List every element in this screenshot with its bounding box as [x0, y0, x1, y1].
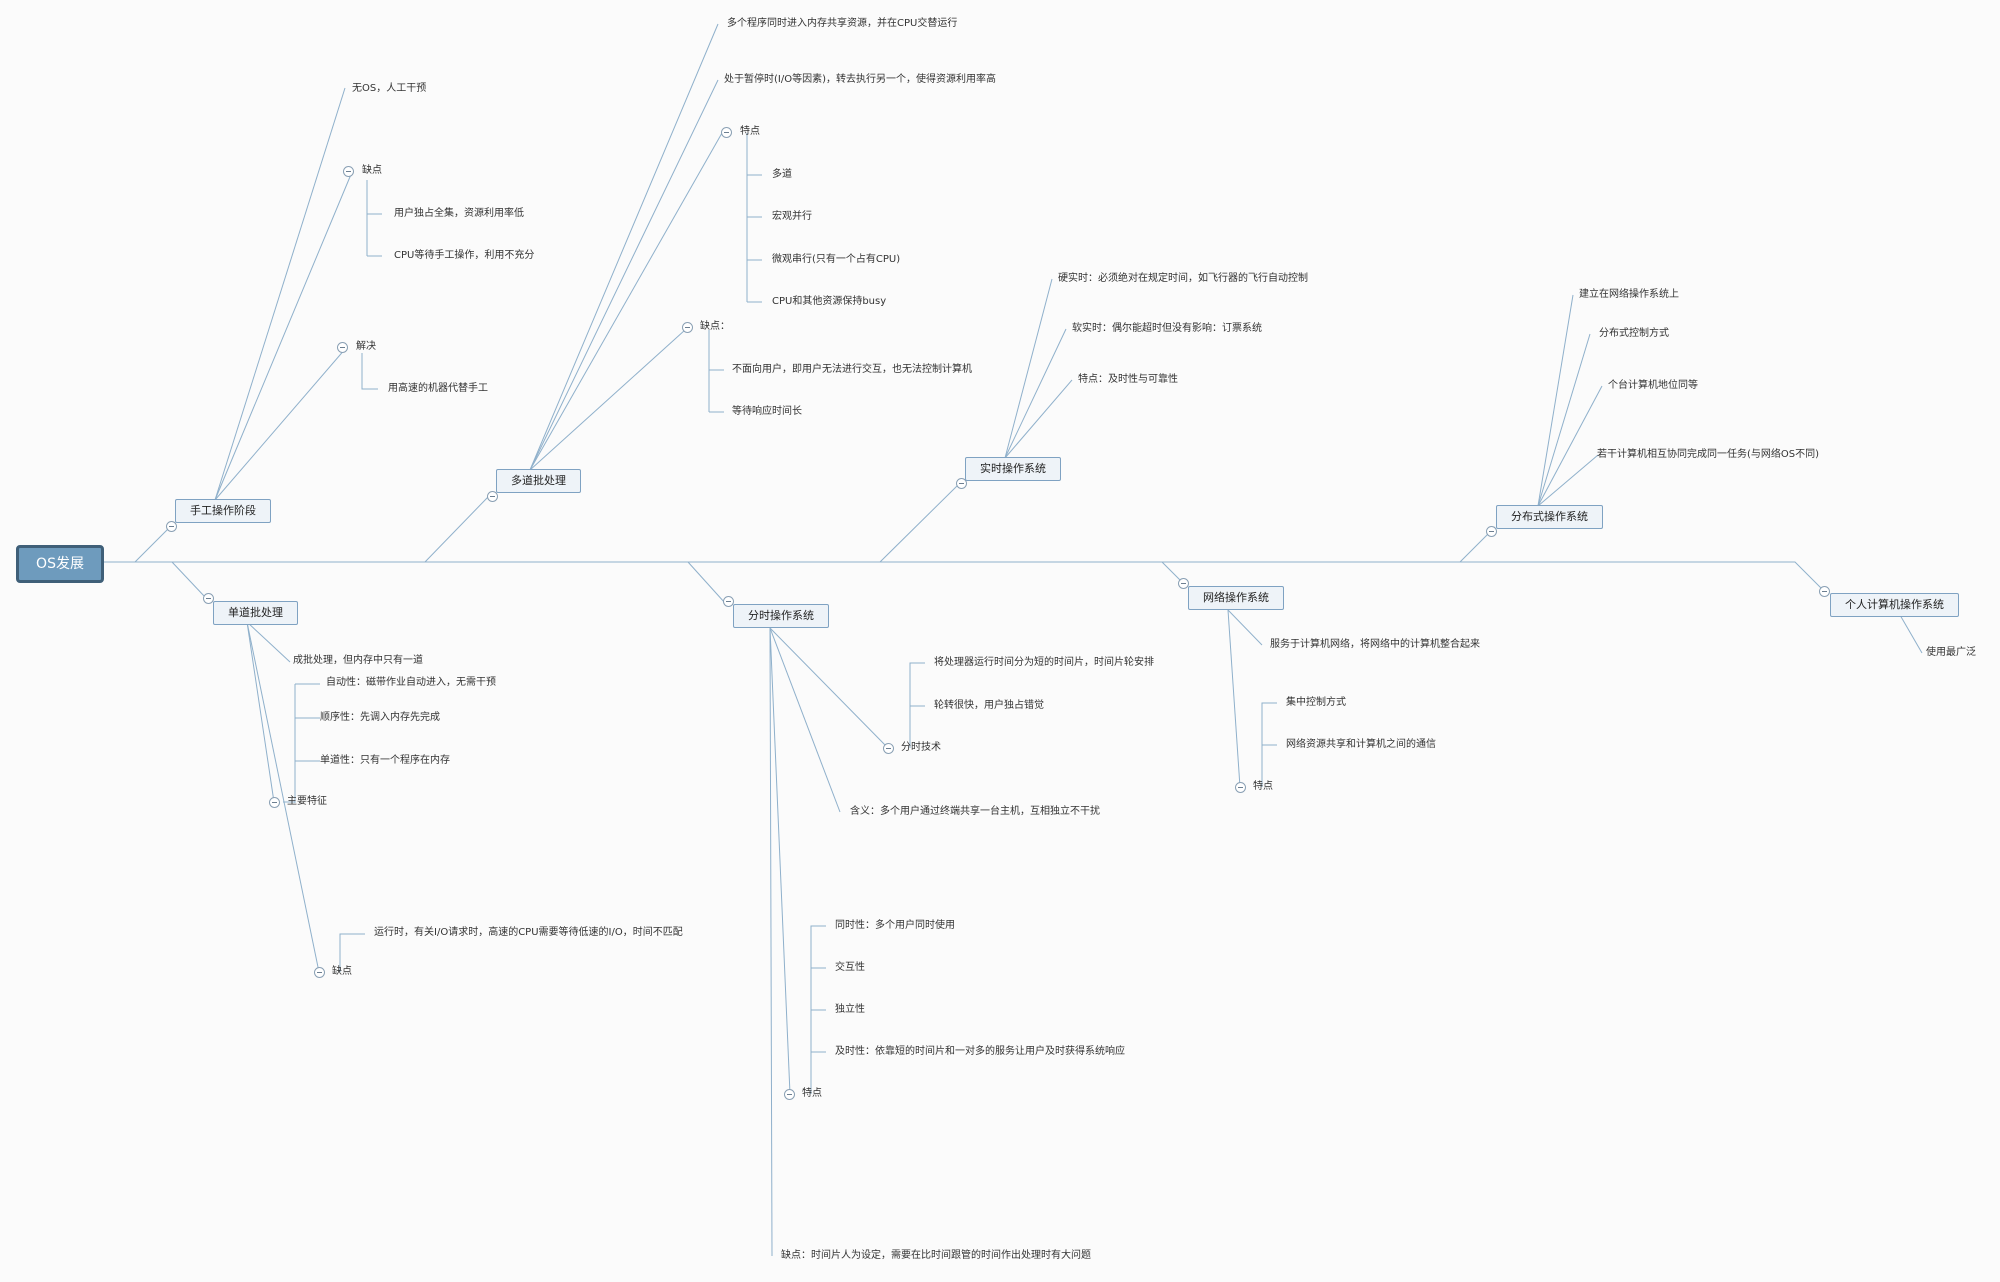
branch-multi-batch[interactable]: 多道批处理 [496, 469, 581, 493]
collapse-toggle-icon[interactable] [269, 797, 280, 808]
timeshare-feature-label: 特点 [802, 1088, 822, 1099]
single-defect-1: 运行时，有关I/O请求时，高速的CPU需要等待低速的I/O，时间不匹配 [374, 927, 683, 938]
timeshare-feature-2: 交互性 [835, 962, 865, 973]
single-main-label: 主要特征 [287, 796, 327, 807]
network-leaf-1: 服务于计算机网络，将网络中的计算机整合起来 [1270, 639, 1480, 650]
personal-leaf-1: 使用最广泛 [1926, 647, 1976, 658]
multi-feature-4: CPU和其他资源保持busy [772, 296, 887, 307]
collapse-toggle-icon[interactable] [1235, 782, 1246, 793]
timeshare-meaning: 含义：多个用户通过终端共享一台主机，互相独立不干扰 [850, 806, 1100, 817]
single-main-3: 单道性：只有一个程序在内存 [320, 755, 450, 766]
collapse-toggle-icon[interactable] [1486, 526, 1497, 537]
distributed-leaf-2: 分布式控制方式 [1599, 328, 1669, 339]
collapse-toggle-icon[interactable] [682, 322, 693, 333]
single-main-1: 自动性：磁带作业自动进入，无需干预 [326, 677, 496, 688]
collapse-toggle-icon[interactable] [784, 1089, 795, 1100]
branch-personal-os[interactable]: 个人计算机操作系统 [1830, 593, 1959, 617]
collapse-toggle-icon[interactable] [343, 166, 354, 177]
manual-defect-label: 缺点 [362, 165, 382, 176]
realtime-leaf-3: 特点：及时性与可靠性 [1078, 374, 1178, 385]
multi-feature-1: 多道 [772, 169, 792, 180]
collapse-toggle-icon[interactable] [956, 478, 967, 489]
realtime-leaf-1: 硬实时：必须绝对在规定时间，如飞行器的飞行自动控制 [1058, 273, 1308, 284]
branch-realtime-os[interactable]: 实时操作系统 [965, 457, 1061, 481]
branch-distributed-os[interactable]: 分布式操作系统 [1496, 505, 1603, 529]
single-leaf-1: 成批处理，但内存中只有一道 [293, 655, 423, 666]
collapse-toggle-icon[interactable] [1819, 586, 1830, 597]
root-node[interactable]: OS发展 [16, 545, 104, 583]
distributed-leaf-3: 个台计算机地位同等 [1608, 380, 1698, 391]
single-defect-label: 缺点 [332, 966, 352, 977]
timeshare-feature-4: 及时性：依靠短的时间片和一对多的服务让用户及时获得系统响应 [835, 1046, 1125, 1057]
manual-defect-2: CPU等待手工操作，利用不充分 [394, 250, 535, 261]
collapse-toggle-icon[interactable] [1178, 578, 1189, 589]
network-feature-label: 特点 [1253, 781, 1273, 792]
branch-timeshare-os[interactable]: 分时操作系统 [733, 604, 829, 628]
multi-defect-2: 等待响应时间长 [732, 406, 802, 417]
multi-defect-1: 不面向用户，即用户无法进行交互，也无法控制计算机 [732, 364, 972, 375]
timeshare-tech-2: 轮转很快，用户独占错觉 [934, 700, 1044, 711]
multi-leaf-1: 多个程序同时进入内存共享资源，并在CPU交替运行 [727, 18, 958, 29]
collapse-toggle-icon[interactable] [883, 743, 894, 754]
distributed-leaf-1: 建立在网络操作系统上 [1579, 289, 1679, 300]
multi-feature-3: 微观串行(只有一个占有CPU) [772, 254, 901, 265]
network-feature-2: 网络资源共享和计算机之间的通信 [1286, 739, 1436, 750]
manual-defect-1: 用户独占全集，资源利用率低 [394, 208, 524, 219]
timeshare-tech-1: 将处理器运行时间分为短的时间片，时间片轮安排 [934, 657, 1154, 668]
manual-solve-label: 解决 [356, 341, 376, 352]
collapse-toggle-icon[interactable] [487, 491, 498, 502]
manual-no-os: 无OS，人工干预 [352, 83, 427, 94]
realtime-leaf-2: 软实时：偶尔能超时但没有影响：订票系统 [1072, 323, 1262, 334]
branch-network-os[interactable]: 网络操作系统 [1188, 586, 1284, 610]
single-main-2: 顺序性：先调入内存先完成 [320, 712, 440, 723]
multi-feature-2: 宏观并行 [772, 211, 812, 222]
collapse-toggle-icon[interactable] [314, 967, 325, 978]
timeshare-feature-1: 同时性：多个用户同时使用 [835, 920, 955, 931]
timeshare-defect: 缺点：时间片人为设定，需要在比时间跟管的时间作出处理时有大问题 [781, 1250, 1091, 1261]
branch-single-batch[interactable]: 单道批处理 [213, 601, 298, 625]
collapse-toggle-icon[interactable] [723, 596, 734, 607]
collapse-toggle-icon[interactable] [721, 127, 732, 138]
timeshare-feature-3: 独立性 [835, 1004, 865, 1015]
multi-leaf-2: 处于暂停时(I/O等因素)，转去执行另一个，使得资源利用率高 [724, 74, 996, 85]
collapse-toggle-icon[interactable] [203, 593, 214, 604]
multi-feature-label: 特点 [740, 126, 760, 137]
distributed-leaf-4: 若干计算机相互协同完成同一任务(与网络OS不同) [1597, 449, 1820, 460]
branch-manual-stage[interactable]: 手工操作阶段 [175, 499, 271, 523]
collapse-toggle-icon[interactable] [166, 521, 177, 532]
timeshare-tech-label: 分时技术 [901, 742, 941, 753]
manual-solve-1: 用高速的机器代替手工 [388, 383, 488, 394]
network-feature-1: 集中控制方式 [1286, 697, 1346, 708]
multi-defect-label: 缺点： [700, 321, 730, 332]
collapse-toggle-icon[interactable] [337, 342, 348, 353]
